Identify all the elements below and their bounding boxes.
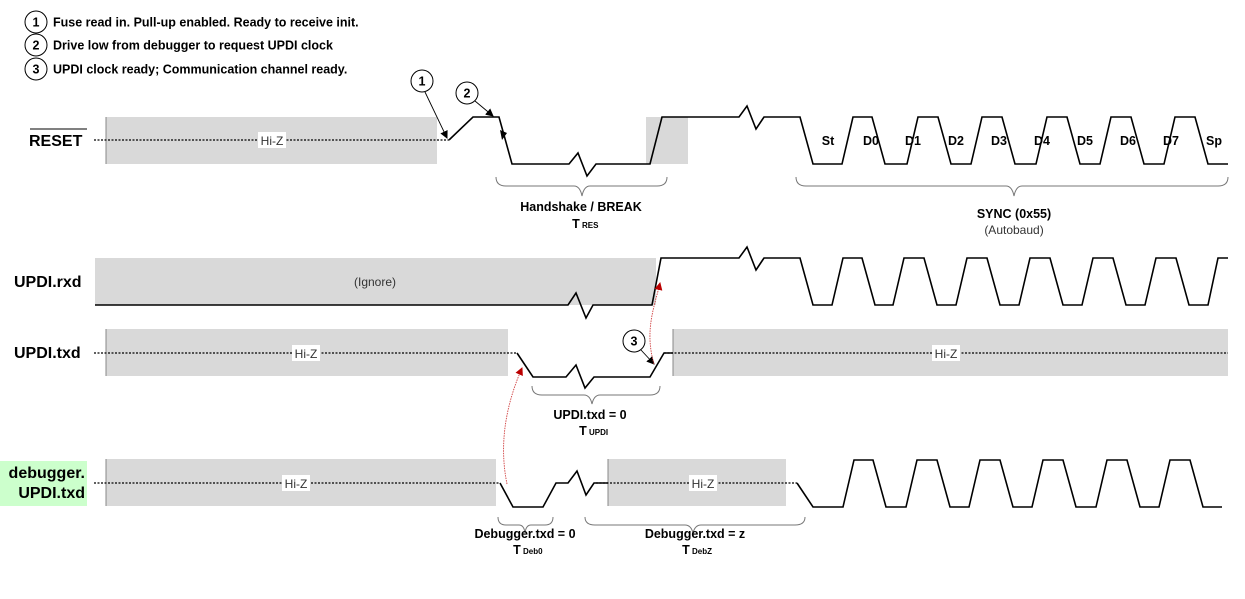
svg-text:2: 2: [464, 87, 471, 101]
signal-label-rxd: UPDI.rxd: [14, 274, 82, 291]
signal-label-debugger-1: debugger.: [9, 465, 85, 482]
bit-label: D4: [1034, 134, 1050, 148]
t-debz-label: T: [682, 543, 690, 557]
marker-1: 1: [410, 69, 448, 139]
legend-number: 3: [33, 63, 40, 77]
sync-brace: SYNC (0x55) (Autobaud): [795, 176, 1229, 237]
hiz-label: Hi-Z: [285, 477, 308, 491]
deb0-label: Debugger.txd = 0: [474, 527, 575, 541]
svg-text:DebZ: DebZ: [692, 547, 712, 556]
legend: 1 Fuse read in. Pull-up enabled. Ready t…: [24, 10, 359, 81]
signal-label-debugger-2: UPDI.txd: [18, 485, 85, 502]
hiz-label: Hi-Z: [295, 347, 318, 361]
signal-updi-rxd: UPDI.rxd (Ignore): [14, 245, 1228, 320]
bit-label: D3: [991, 134, 1007, 148]
updi-txd-zero-label: UPDI.txd = 0: [553, 408, 626, 422]
debugger-waveform: [499, 469, 608, 508]
bit-label: D6: [1120, 134, 1136, 148]
svg-text:3: 3: [631, 335, 638, 349]
autobaud-label: (Autobaud): [984, 223, 1043, 237]
legend-item-1: 1 Fuse read in. Pull-up enabled. Ready t…: [24, 10, 359, 34]
debugger-sync-waveform: [796, 459, 1222, 508]
pointer-arrow-icon: [474, 100, 494, 117]
reset-sync-waveform: [832, 116, 1228, 165]
marker-circle-icon: [455, 81, 479, 105]
ignore-label: (Ignore): [354, 275, 396, 289]
handshake-brace: Handshake / BREAK T RES: [495, 176, 668, 231]
legend-number: 1: [33, 16, 40, 30]
reset-transition-region: [646, 117, 688, 164]
legend-item-3: 3 UPDI clock ready; Communication channe…: [24, 57, 347, 81]
signal-label-txd: UPDI.txd: [14, 345, 81, 362]
rxd-ignore-region: [95, 258, 656, 305]
svg-text:UPDI: UPDI: [589, 428, 608, 437]
deb0-brace: Debugger.txd = 0 T Deb0: [474, 516, 576, 557]
legend-item-2: 2 Drive low from debugger to request UPD…: [24, 33, 333, 57]
marker-3: 3: [622, 329, 655, 365]
marker-circle-icon: [24, 33, 48, 57]
bit-label: D2: [948, 134, 964, 148]
bit-label: Sp: [1206, 134, 1222, 148]
debugger-label-highlight: [0, 461, 87, 506]
rxd-waveform: [95, 245, 1228, 320]
signal-label-reset: RESET: [29, 133, 83, 150]
causal-arrow-debugger-to-txd-icon: [503, 367, 523, 485]
reset-waveform: [448, 104, 832, 178]
debz-brace: Debugger.txd = z T DebZ: [584, 516, 806, 557]
handshake-label: Handshake / BREAK: [520, 200, 642, 214]
legend-text: UPDI clock ready; Communication channel …: [53, 63, 347, 77]
svg-text:Deb0: Deb0: [523, 547, 543, 556]
marker-circle-icon: [410, 69, 434, 93]
svg-text:1: 1: [419, 75, 426, 89]
legend-text: Fuse read in. Pull-up enabled. Ready to …: [53, 16, 359, 30]
bit-label: D1: [905, 134, 921, 148]
t-res-label: T: [572, 217, 580, 231]
marker-circle-icon: [24, 57, 48, 81]
bit-label: D7: [1163, 134, 1179, 148]
bit-label: St: [822, 134, 835, 148]
pointer-arrow-icon: [640, 349, 655, 365]
signal-reset: RESET Hi-Z: [29, 104, 1228, 178]
bit-label: D5: [1077, 134, 1093, 148]
t-updi-label: T: [579, 424, 587, 438]
svg-text:RES: RES: [582, 221, 599, 230]
causal-arrow-txd-to-rxd-icon: [649, 282, 663, 365]
t-deb0-label: T: [513, 543, 521, 557]
signal-debugger-txd: debugger. UPDI.txd Hi-Z Hi-Z: [0, 459, 1222, 508]
marker-circle-icon: [622, 329, 646, 353]
sync-label: SYNC (0x55): [977, 207, 1051, 221]
marker-2: 2: [455, 81, 507, 140]
debz-label: Debugger.txd = z: [645, 527, 745, 541]
legend-text: Drive low from debugger to request UPDI …: [53, 39, 333, 53]
hiz-label: Hi-Z: [692, 477, 715, 491]
hiz-label: Hi-Z: [261, 134, 284, 148]
legend-number: 2: [33, 39, 40, 53]
txd-waveform: [516, 352, 673, 390]
signal-updi-txd: UPDI.txd Hi-Z Hi-Z: [14, 329, 1228, 390]
updi-txd-brace: UPDI.txd = 0 T UPDI: [531, 385, 661, 438]
falling-edge-arrow-icon: [500, 130, 507, 140]
sync-bit-labels: St D0 D1 D2 D3 D4 D5 D6 D7 Sp: [822, 134, 1223, 148]
pointer-arrow-icon: [424, 91, 448, 139]
bit-label: D0: [863, 134, 879, 148]
hiz-label: Hi-Z: [935, 347, 958, 361]
marker-circle-icon: [24, 10, 48, 34]
